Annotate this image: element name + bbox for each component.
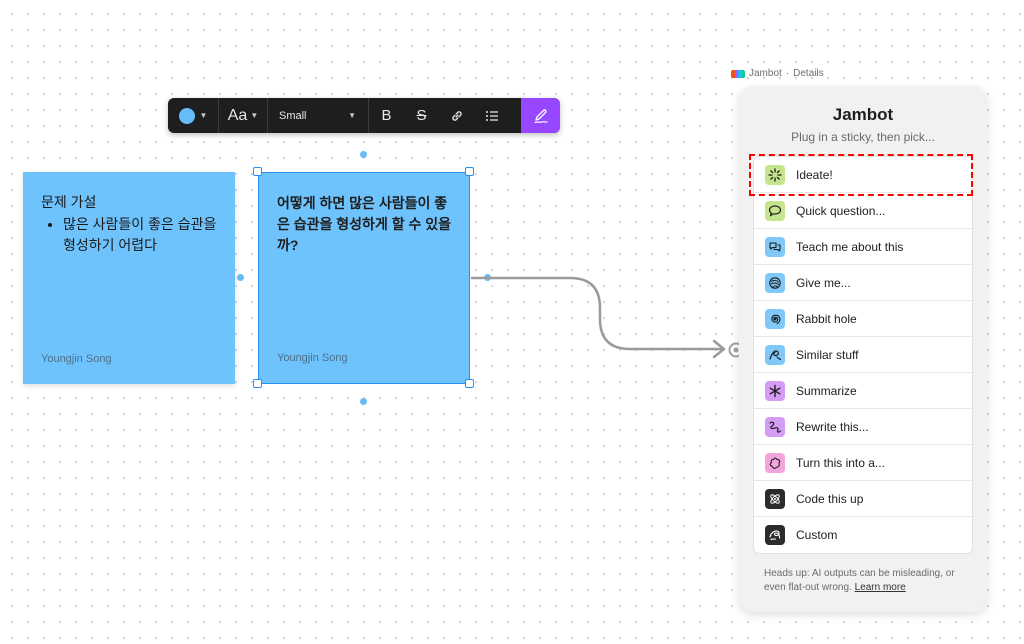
connection-point-bottom[interactable] bbox=[360, 398, 367, 405]
bold-icon: B bbox=[381, 107, 392, 124]
toolbar-divider bbox=[218, 98, 219, 133]
menu-item-summarize[interactable]: Summarize bbox=[754, 373, 972, 409]
sticky-text: 어떻게 하면 많은 사람들이 좋은 습관을 형성하게 할 수 있을까? bbox=[277, 195, 452, 253]
bold-button[interactable]: B bbox=[369, 98, 404, 133]
menu-item-label: Turn this into a... bbox=[796, 455, 885, 470]
menu-item-label: Rewrite this... bbox=[796, 419, 869, 434]
jambot-logo-icon bbox=[731, 69, 745, 78]
sticky-author: Youngjin Song bbox=[41, 353, 112, 365]
panel-subtitle: Plug in a sticky, then pick... bbox=[791, 130, 935, 144]
chat-bubbles-icon bbox=[765, 236, 785, 257]
jambot-panel: Jambot Plug in a sticky, then pick... Id… bbox=[739, 86, 987, 612]
list-button[interactable] bbox=[474, 98, 509, 133]
strikethrough-button[interactable]: S bbox=[404, 98, 439, 133]
list-icon bbox=[485, 110, 498, 121]
menu-item-similar-stuff[interactable]: Similar stuff bbox=[754, 337, 972, 373]
menu-item-teach-me[interactable]: Teach me about this bbox=[754, 229, 972, 265]
color-swatch bbox=[178, 107, 195, 124]
jambot-widget-label[interactable]: Jambot · Details bbox=[731, 68, 824, 79]
menu-item-label: Custom bbox=[796, 528, 838, 542]
panel-title: Jambot bbox=[832, 105, 894, 124]
disclaimer-text: Heads up: AI outputs can be misleading, … bbox=[764, 568, 955, 593]
menu-item-label: Rabbit hole bbox=[796, 311, 857, 326]
scribble-icon bbox=[765, 525, 785, 545]
connection-point-top[interactable] bbox=[360, 151, 367, 158]
asterisk-icon bbox=[765, 380, 785, 401]
sticky-bullet-item: 많은 사람들이 좋은 습관을 형성하기 어렵다 bbox=[63, 214, 217, 256]
font-size-dropdown[interactable]: Small ▼ bbox=[268, 98, 368, 133]
link-button[interactable] bbox=[439, 98, 474, 133]
loop-icon bbox=[765, 344, 785, 365]
menu-item-label: Summarize bbox=[796, 383, 857, 398]
menu-item-code-this-up[interactable]: Code this up bbox=[754, 481, 972, 517]
resize-handle-bottom-right[interactable] bbox=[465, 379, 474, 388]
atom-icon bbox=[765, 488, 785, 509]
chevron-down-icon: ▼ bbox=[250, 111, 259, 120]
resize-handle-bottom-left[interactable] bbox=[253, 379, 262, 388]
learn-more-link[interactable]: Learn more bbox=[854, 582, 906, 593]
connection-point-right[interactable] bbox=[484, 274, 491, 281]
flower-icon bbox=[765, 452, 785, 473]
menu-item-label: Similar stuff bbox=[796, 347, 859, 362]
squiggle-icon bbox=[765, 416, 785, 437]
menu-item-ideate[interactable]: Ideate! bbox=[754, 157, 972, 193]
sparkle-icon bbox=[765, 164, 785, 185]
text-format-toolbar: ▼ Aa ▼ Small ▼ B S bbox=[168, 98, 560, 133]
chevron-down-icon: ▼ bbox=[199, 111, 208, 120]
sticky-author: Youngjin Song bbox=[277, 352, 348, 364]
menu-item-custom[interactable]: Custom bbox=[754, 517, 972, 553]
menu-item-turn-into[interactable]: Turn this into a... bbox=[754, 445, 972, 481]
menu-item-rabbit-hole[interactable]: Rabbit hole bbox=[754, 301, 972, 337]
menu-item-label: Give me... bbox=[796, 275, 851, 290]
resize-handle-top-left[interactable] bbox=[253, 167, 262, 176]
menu-item-label: Code this up bbox=[796, 491, 864, 506]
details-link[interactable]: Details bbox=[793, 68, 824, 79]
chevron-down-icon: ▼ bbox=[348, 111, 356, 120]
menu-item-give-me[interactable]: Give me... bbox=[754, 265, 972, 301]
font-label: Aa bbox=[227, 106, 248, 124]
sticky-note-selected[interactable]: 어떻게 하면 많은 사람들이 좋은 습관을 형성하게 할 수 있을까? Youn… bbox=[258, 172, 470, 384]
panel-disclaimer: Heads up: AI outputs can be misleading, … bbox=[764, 567, 969, 595]
menu-item-rewrite[interactable]: Rewrite this... bbox=[754, 409, 972, 445]
sticky-title: 문제 가설 bbox=[41, 194, 97, 210]
label-separator: · bbox=[785, 68, 790, 79]
widget-name: Jambot bbox=[749, 68, 782, 79]
link-icon bbox=[451, 110, 462, 121]
toolbar-divider bbox=[267, 98, 268, 133]
jambot-action-menu: Ideate! Quick question... Teach me about… bbox=[753, 156, 973, 554]
color-picker-button[interactable]: ▼ bbox=[168, 98, 218, 133]
strikethrough-icon: S bbox=[416, 107, 427, 124]
sticky-bullet-list: 많은 사람들이 좋은 습관을 형성하기 어렵다 bbox=[41, 214, 217, 256]
pen-icon bbox=[533, 108, 548, 123]
spiral-icon bbox=[765, 308, 785, 329]
connection-point-left[interactable] bbox=[237, 274, 244, 281]
menu-item-label: Ideate! bbox=[796, 167, 833, 182]
swirl-ball-icon bbox=[765, 272, 785, 293]
menu-item-quick-question[interactable]: Quick question... bbox=[754, 193, 972, 229]
speech-bubble-icon bbox=[765, 200, 785, 221]
toolbar-divider bbox=[368, 98, 369, 133]
font-size-value: Small bbox=[279, 109, 307, 122]
font-picker-button[interactable]: Aa ▼ bbox=[219, 98, 267, 133]
menu-item-label: Quick question... bbox=[796, 203, 886, 218]
pen-button[interactable] bbox=[521, 98, 560, 133]
menu-item-label: Teach me about this bbox=[796, 239, 904, 254]
resize-handle-top-right[interactable] bbox=[465, 167, 474, 176]
sticky-note[interactable]: 문제 가설 많은 사람들이 좋은 습관을 형성하기 어렵다 Youngjin S… bbox=[23, 172, 235, 384]
